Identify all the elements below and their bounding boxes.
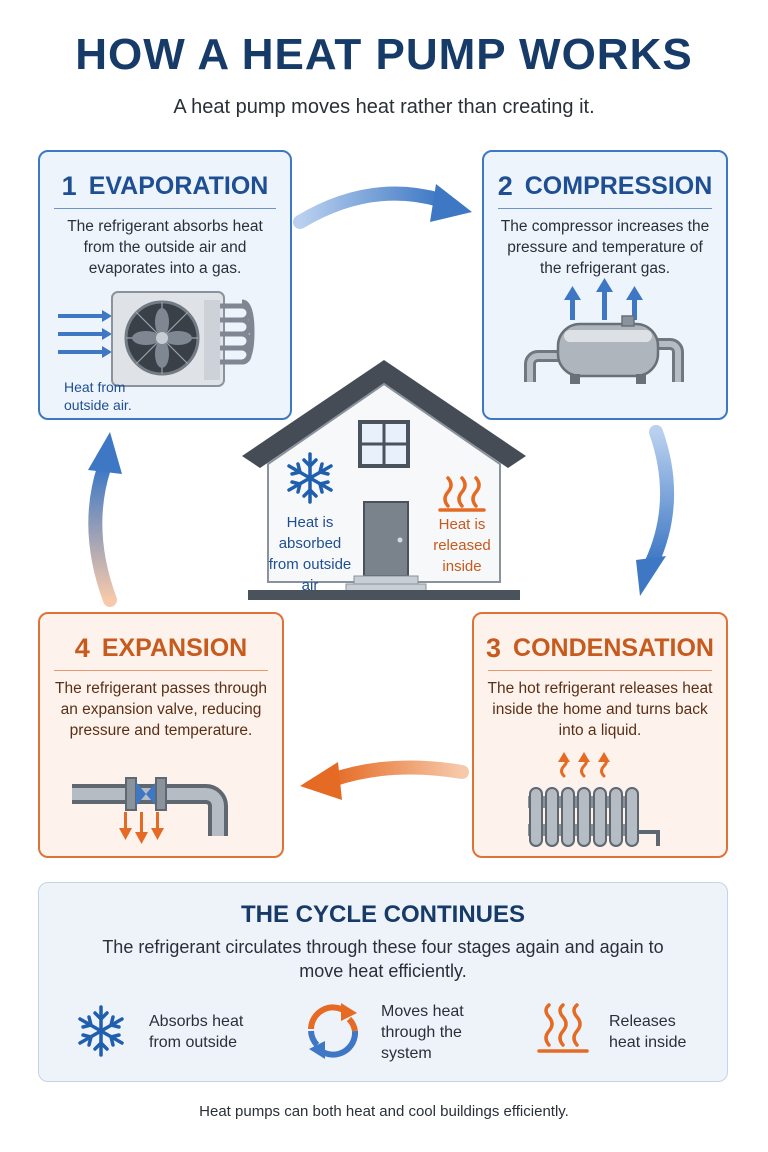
stage-heading: 3 CONDENSATION bbox=[486, 626, 714, 671]
arrow-evaporation-to-compression bbox=[293, 184, 472, 229]
summary-text: The refrigerant circulates through these… bbox=[102, 937, 664, 981]
stage-name: COMPRESSION bbox=[524, 171, 713, 200]
stage-heading: 1 EVAPORATION bbox=[54, 164, 276, 209]
stage-name: EVAPORATION bbox=[88, 171, 269, 200]
heat-waves-icon bbox=[537, 1003, 589, 1053]
summary-item-label: Releases heat inside bbox=[609, 1013, 687, 1051]
stage-note: Heat from outside air. bbox=[64, 379, 132, 413]
stage-number: 2 bbox=[497, 170, 513, 201]
stage-name: CONDENSATION bbox=[513, 633, 714, 662]
page-title: HOW A HEAT PUMP WORKS bbox=[75, 30, 693, 79]
stage-description: The compressor increases the pressure an… bbox=[500, 218, 710, 277]
snowflake-icon bbox=[78, 1005, 124, 1057]
stage-number: 4 bbox=[74, 632, 90, 663]
stage-card-evaporation: 1 EVAPORATION The refrigerant absorbs he… bbox=[38, 150, 292, 420]
stage-description: The refrigerant absorbs heat from the ou… bbox=[67, 218, 263, 277]
stage-heading: 2 COMPRESSION bbox=[498, 164, 712, 209]
snowflake-icon bbox=[287, 452, 333, 504]
radiator-icon bbox=[528, 752, 660, 847]
expansion-valve-icon bbox=[72, 777, 228, 844]
stage-heading: 4 EXPANSION bbox=[54, 626, 268, 671]
arrow-compression-to-condensation bbox=[636, 425, 674, 596]
cycle-arrows-icon bbox=[308, 1003, 359, 1059]
arrow-condensation-to-expansion bbox=[300, 760, 469, 800]
stage-name: EXPANSION bbox=[101, 633, 248, 662]
outdoor-unit-icon bbox=[58, 291, 255, 387]
stage-description: The hot refrigerant releases heat inside… bbox=[487, 680, 713, 739]
footer-note: Heat pumps can both heat and cool buildi… bbox=[199, 1103, 569, 1120]
house-absorbed-label: Heat is absorbed from outside air bbox=[268, 514, 352, 594]
house-released-label: Heat is released inside bbox=[433, 516, 491, 575]
house-illustration bbox=[242, 360, 526, 600]
heat-waves-icon bbox=[438, 476, 486, 512]
stage-number: 1 bbox=[61, 170, 77, 201]
compressor-icon bbox=[524, 278, 684, 384]
stage-card-condensation: 3 CONDENSATION The hot refrigerant relea… bbox=[472, 612, 728, 858]
stage-card-expansion: 4 EXPANSION The refrigerant passes throu… bbox=[38, 612, 284, 858]
summary-item-label: Absorbs heat from outside bbox=[149, 1013, 244, 1051]
stage-number: 3 bbox=[486, 632, 502, 663]
summary-panel: THE CYCLE CONTINUES The refrigerant circ… bbox=[38, 882, 728, 1082]
arrow-expansion-to-evaporation bbox=[88, 432, 122, 607]
summary-item-label: Moves heat through the system bbox=[381, 1003, 464, 1062]
stage-card-compression: 2 COMPRESSION The compressor increases t… bbox=[482, 150, 728, 420]
page-subtitle: A heat pump moves heat rather than creat… bbox=[173, 96, 595, 118]
summary-title: THE CYCLE CONTINUES bbox=[240, 901, 525, 928]
stage-description: The refrigerant passes through an expans… bbox=[55, 680, 267, 739]
